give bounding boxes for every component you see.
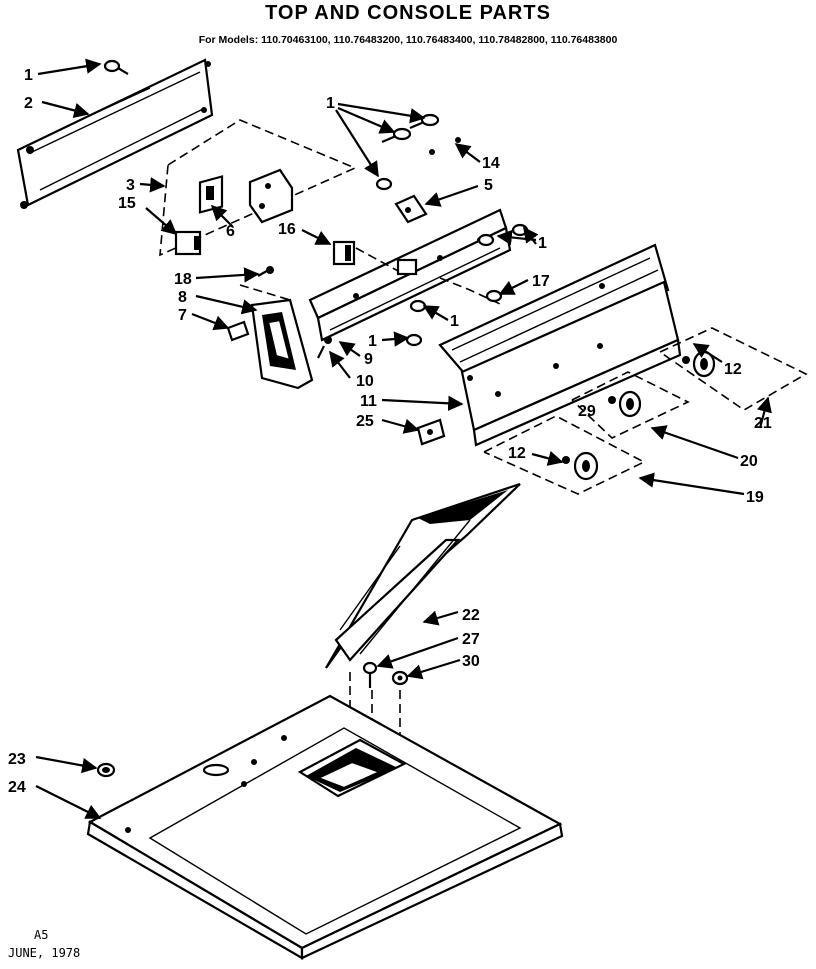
callout-18: 18 bbox=[174, 271, 192, 288]
callout-23: 23 bbox=[8, 751, 26, 768]
console-panel-part-11 bbox=[438, 243, 682, 447]
connector-part-25 bbox=[416, 418, 446, 446]
knob-part-29 bbox=[608, 390, 642, 418]
callout-8: 8 bbox=[178, 289, 187, 306]
callout-12: 12 bbox=[508, 445, 526, 462]
callout-1: 1 bbox=[24, 67, 33, 84]
model-list: For Models: 110.70463100, 110.76483200, … bbox=[198, 34, 618, 46]
console-rail bbox=[308, 208, 512, 342]
dryer-top-part-24 bbox=[86, 694, 564, 960]
callout-1: 1 bbox=[450, 313, 459, 330]
bracket-part-8 bbox=[250, 298, 314, 390]
lint-chute-part-22 bbox=[325, 482, 521, 669]
callout-11: 11 bbox=[360, 393, 377, 410]
leader-lines bbox=[35, 58, 772, 819]
foot-part-23 bbox=[96, 762, 116, 778]
callout-3: 3 bbox=[126, 177, 135, 194]
callout-24: 24 bbox=[8, 779, 26, 796]
screw-part-1 bbox=[103, 59, 129, 75]
bracket-part-5 bbox=[394, 194, 428, 224]
screws-part-1-top bbox=[375, 113, 461, 191]
callout-22: 22 bbox=[462, 607, 480, 624]
callout-27: 27 bbox=[462, 631, 480, 648]
callout-25: 25 bbox=[356, 413, 374, 430]
callout-30: 30 bbox=[462, 653, 480, 670]
switch-part-6 bbox=[198, 175, 224, 214]
callout-17: 17 bbox=[532, 273, 550, 290]
screw-part-27 bbox=[362, 661, 378, 688]
switch-part-15 bbox=[174, 230, 202, 256]
callout-6: 6 bbox=[226, 223, 235, 240]
callout-16: 16 bbox=[278, 221, 296, 238]
diagram-date: JUNE, 1978 bbox=[8, 946, 81, 960]
screw-part-18 bbox=[257, 266, 274, 277]
knob-box-19 bbox=[483, 415, 646, 495]
knob-part-12-right bbox=[682, 350, 716, 378]
callout-10: 10 bbox=[356, 373, 374, 390]
callout-5: 5 bbox=[484, 177, 493, 194]
callout-29: 29 bbox=[578, 403, 596, 420]
clip-part-7 bbox=[226, 320, 250, 342]
nut-part-30 bbox=[391, 670, 409, 686]
callout-2: 2 bbox=[24, 95, 33, 112]
group-outline-18 bbox=[239, 284, 292, 313]
callout-14: 14 bbox=[482, 155, 500, 172]
part-16 bbox=[332, 240, 356, 266]
callout-labels: 1 2 1 14 3 5 15 6 16 1 18 8 17 7 1 1 9 1… bbox=[8, 67, 772, 796]
callout-15: 15 bbox=[118, 195, 136, 212]
callout-12: 12 bbox=[724, 361, 742, 378]
callout-9: 9 bbox=[364, 351, 373, 368]
callout-1: 1 bbox=[538, 235, 547, 252]
knob-box-21 bbox=[659, 327, 808, 411]
page-title: TOP AND CONSOLE PARTS bbox=[265, 2, 551, 24]
knob-part-12-left bbox=[562, 451, 599, 481]
callout-1: 1 bbox=[326, 95, 335, 112]
rear-plate-part-2 bbox=[16, 58, 214, 209]
callout-19: 19 bbox=[746, 489, 764, 506]
callout-20: 20 bbox=[740, 453, 758, 470]
callout-1: 1 bbox=[368, 333, 377, 350]
diagram-code: A5 bbox=[34, 928, 49, 942]
knob-box-20 bbox=[571, 371, 690, 439]
terminal-block bbox=[248, 168, 294, 224]
callout-7: 7 bbox=[178, 307, 187, 324]
callout-21: 21 bbox=[754, 415, 772, 432]
